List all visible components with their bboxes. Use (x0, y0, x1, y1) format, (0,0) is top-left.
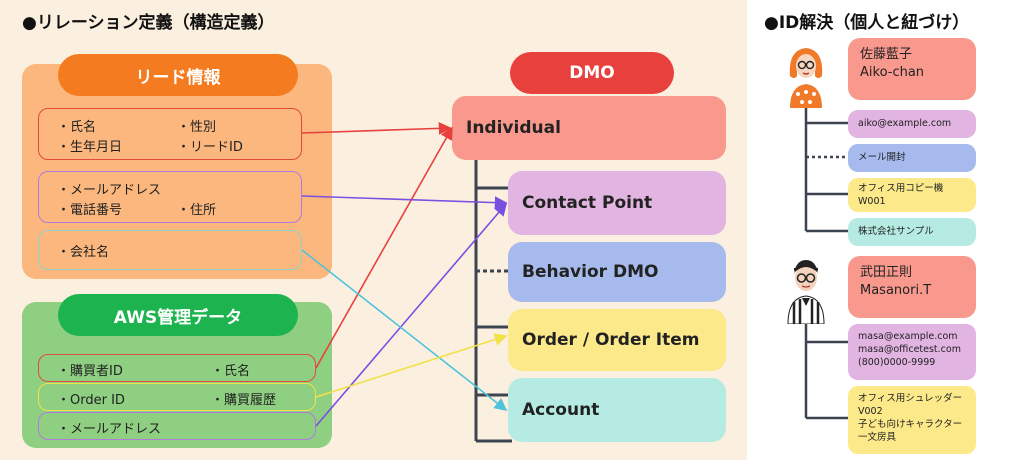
person-aiko-name-jp: 佐藤藍子 (860, 47, 913, 62)
masanori-order-2-cont: 一文房具 (858, 432, 897, 443)
dmo-order: Order / Order Item (508, 309, 726, 371)
person-aiko-card: 佐藤藍子 Aiko-chan (848, 38, 976, 100)
person-masanori-card: 武田正則 Masanori.T (848, 256, 976, 318)
field-lead-id: ・リードID (177, 140, 243, 155)
field-birthdate: ・生年月日 (57, 140, 123, 155)
lead-info-header: リード情報 (58, 54, 298, 96)
masanori-order-1-id: V002 (858, 406, 883, 417)
field-aws-email: ・メールアドレス (57, 422, 162, 437)
field-name: ・氏名 (57, 120, 97, 135)
aiko-behavior-card: メール開封 (848, 144, 976, 172)
lead-basic-fields: ・氏名 ・性別 ・生年月日 ・リードID (38, 108, 302, 160)
field-company: ・会社名 (57, 245, 110, 260)
aws-email-fields: ・メールアドレス (38, 412, 316, 440)
masanori-order-2: 子ども向けキャラクター (858, 419, 963, 430)
dmo-individual: Individual (452, 96, 726, 160)
field-buyer-id: ・購買者ID (57, 364, 123, 379)
person-masanori-avatar-icon (787, 260, 825, 324)
masanori-phone: (800)0000-9999 (858, 357, 936, 368)
aiko-account-card: 株式会社サンプル (848, 218, 976, 246)
person-masanori-name-jp: 武田正則 (860, 265, 913, 280)
masanori-order-1: オフィス用シュレッダー (858, 393, 963, 404)
aiko-order-name: オフィス用コピー機 (858, 183, 944, 194)
masanori-email-1: masa@example.com (858, 331, 958, 342)
aws-buyer-fields: ・購買者ID ・氏名 (38, 354, 316, 382)
aiko-email-card: aiko@example.com (848, 110, 976, 138)
person-aiko-avatar-icon (789, 48, 823, 108)
field-order-id: ・Order ID (57, 393, 125, 408)
masanori-order-card: オフィス用シュレッダー V002 子ども向けキャラクター 一文房具 (848, 386, 976, 454)
dmo-account: Account (508, 378, 726, 442)
dmo-header: DMO (510, 52, 674, 94)
field-gender: ・性別 (177, 120, 217, 135)
lead-contact-fields: ・メールアドレス ・電話番号 ・住所 (38, 171, 302, 223)
lead-company-fields: ・会社名 (38, 230, 302, 270)
masanori-contact-card: masa@example.com masa@officetest.com (80… (848, 324, 976, 380)
aws-order-fields: ・Order ID ・購買履歴 (38, 383, 316, 411)
person-masanori-name-en: Masanori.T (860, 283, 932, 298)
field-purchase-history: ・購買履歴 (211, 393, 277, 408)
dmo-contact-point: Contact Point (508, 171, 726, 235)
field-phone: ・電話番号 (57, 203, 123, 218)
aws-data-header: AWS管理データ (58, 294, 298, 336)
aiko-order-card: オフィス用コピー機 W001 (848, 178, 976, 212)
id-resolution-title: ●ID解決（個人と紐づけ） (764, 13, 970, 33)
dmo-behavior: Behavior DMO (508, 242, 726, 302)
masanori-email-2: masa@officetest.com (858, 344, 961, 355)
field-address: ・住所 (177, 203, 217, 218)
field-email: ・メールアドレス (57, 183, 162, 198)
aiko-order-id: W001 (858, 196, 886, 207)
person-aiko-name-en: Aiko-chan (860, 65, 925, 80)
relation-definition-title: ●リレーション定義（構造定義） (22, 13, 275, 33)
field-buyer-name: ・氏名 (211, 364, 251, 379)
